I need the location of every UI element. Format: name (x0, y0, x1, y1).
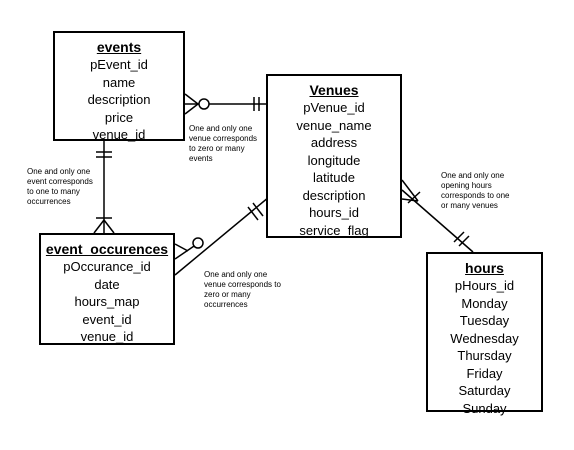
venues-occurrences-relationship (174, 196, 270, 276)
events-attribute: pEvent_id (90, 57, 148, 72)
note-line: One and only one (27, 167, 91, 176)
hours-attribute: Friday (466, 365, 503, 381)
event-occurences-attribute: hours_map (74, 294, 140, 309)
events-venues-relationship (184, 93, 266, 115)
event-occurences-attribute: event_id (82, 311, 132, 327)
event-occurences-title: event_occurences (45, 241, 169, 257)
hours-attribute: Wednesday (450, 330, 519, 346)
events-entity: events pEvent_id name description price … (53, 31, 185, 142)
venues-attribute: address (310, 135, 358, 150)
hours-title: hours (465, 260, 504, 276)
events-attribute: description (87, 92, 151, 107)
note-line: One and only one (204, 270, 268, 279)
hours-entity: hours pHours_id Monday Tuesday Wednesday… (426, 252, 543, 416)
note-line: corresponds to one (441, 191, 510, 200)
event-occurences-attribute: date (94, 276, 120, 292)
events-title: events (96, 39, 142, 55)
venues-hours-relationship (401, 179, 474, 253)
venues-attribute: hours_id (309, 205, 359, 220)
note-line: occurrences (204, 300, 248, 309)
venues-entity: Venues pVenue_id venue_name address long… (266, 74, 402, 238)
event-occurences-attribute: venue_id (80, 329, 134, 344)
venues-attribute: latitude (313, 170, 355, 185)
event-occurences-entity: event_occurences pOccurance_id date hour… (39, 233, 175, 345)
hours-venues-note: One and only one opening hours correspon… (441, 171, 510, 211)
venue-events-note: One and only one venue corresponds to ze… (189, 124, 257, 164)
note-line: events (189, 154, 213, 163)
hours-attribute: Thursday (457, 348, 512, 363)
hours-attribute: Sunday (462, 400, 507, 416)
note-line: opening hours (441, 181, 492, 190)
note-line: One and only one (189, 124, 253, 133)
hours-attribute: Saturday (458, 383, 511, 398)
venues-attribute: pVenue_id (303, 100, 365, 115)
hours-attribute: Monday (461, 295, 508, 311)
hours-attribute: pHours_id (454, 278, 515, 293)
hours-attribute: Tuesday (459, 313, 510, 328)
note-line: or many venues (441, 201, 498, 210)
note-line: venue corresponds to (204, 280, 281, 289)
venues-attribute: description (302, 187, 366, 203)
venues-attribute: longitude (307, 152, 361, 168)
venues-title: Venues (309, 82, 359, 98)
venues-attribute: service_flag (299, 222, 369, 238)
note-line: venue corresponds (189, 134, 258, 143)
events-attribute: venue_id (92, 127, 146, 142)
note-line: occurrences (27, 197, 71, 206)
note-line: One and only one (441, 171, 505, 180)
events-attribute: price (104, 109, 134, 125)
note-line: to zero or many (189, 144, 245, 153)
note-line: to one to many (27, 187, 80, 196)
note-line: zero or many (204, 290, 251, 299)
note-line: event corresponds (27, 177, 93, 186)
events-attribute: name (102, 74, 136, 90)
event-occurences-attribute: pOccurance_id (63, 259, 151, 274)
event-occurrences-note: One and only one event corresponds to on… (27, 167, 93, 207)
venues-attribute: venue_name (296, 117, 372, 133)
venue-occurrences-note: One and only one venue corresponds to ze… (204, 270, 281, 310)
events-occurrences-relationship (93, 141, 115, 234)
